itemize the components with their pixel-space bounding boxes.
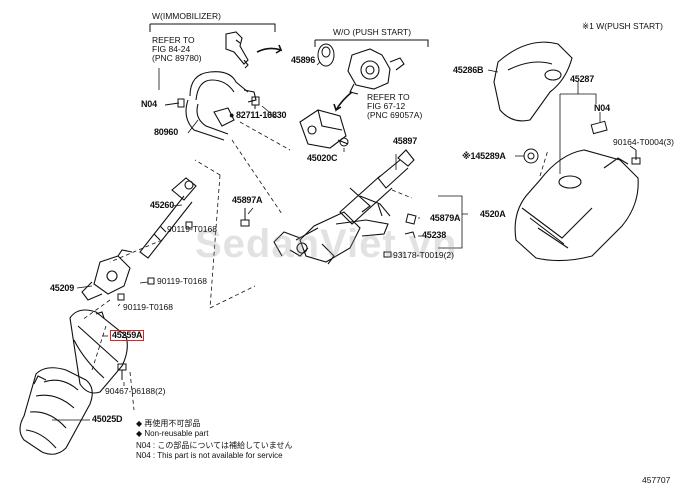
- bolt-90467: [117, 363, 127, 380]
- fastener-45897A: [240, 208, 250, 227]
- part-82711-16830-number[interactable]: 82711-16830: [236, 110, 287, 120]
- column-cover-45286B: [493, 41, 573, 122]
- screw-n04-left: [164, 98, 185, 108]
- arrow-right: [256, 44, 283, 54]
- harness-80960: [185, 71, 257, 141]
- part-82711-16830[interactable]: ●: [229, 110, 235, 120]
- part-90467-06188[interactable]: 90467-06188(2): [105, 386, 166, 396]
- part-45209[interactable]: 45209: [50, 283, 75, 293]
- part-4520a[interactable]: 4520A: [480, 209, 506, 219]
- immobilizer-bracket: [149, 23, 276, 32]
- part-90119-t0168-a[interactable]: 90119-T0168: [167, 224, 217, 234]
- part-93178-t0019[interactable]: 93178-T0019(2): [393, 250, 454, 260]
- intermediate-shaft-45260: [139, 177, 197, 259]
- legend-line-4: N04 : This part is not available for ser…: [136, 451, 283, 460]
- fastener-93178: [383, 251, 392, 258]
- part-45897[interactable]: 45897: [393, 136, 418, 146]
- switch-body-45020C: [299, 109, 349, 149]
- key-cylinder-left: [225, 31, 249, 69]
- bushing-45896: [317, 43, 335, 67]
- figure-number: 457707: [642, 476, 671, 485]
- watermark: SedanViet.vn: [195, 222, 458, 266]
- part-145289a[interactable]: ※145289A: [462, 151, 506, 161]
- fastener-45897: [339, 137, 349, 147]
- steering-column-4520A: [273, 149, 415, 265]
- ignition-switch: [347, 48, 405, 95]
- column-cover-45287: [514, 149, 639, 262]
- label-w1-push-start: ※1 W(PUSH START): [582, 21, 663, 31]
- fastener-90119-c: [117, 293, 125, 301]
- cover-45259A: [69, 309, 128, 394]
- part-45260[interactable]: 45260: [150, 200, 175, 210]
- part-90119-t0168-c[interactable]: 90119-T0168: [123, 302, 173, 312]
- fastener-90119-b: [147, 277, 155, 285]
- universal-joint-45209: [81, 249, 133, 301]
- part-45025d[interactable]: 45025D: [92, 414, 123, 424]
- label-w-immobilizer: W(IMMOBILIZER): [152, 11, 221, 21]
- part-45238[interactable]: 45238: [422, 230, 447, 240]
- part-n04-right[interactable]: N04: [594, 103, 610, 113]
- part-45286b[interactable]: 45286B: [453, 65, 484, 75]
- label-wo-push-start: W/O (PUSH START): [333, 27, 412, 37]
- ref-fig-67[interactable]: REFER TO FIG 67-12 (PNC 69057A): [367, 92, 423, 120]
- part-45287[interactable]: 45287: [570, 74, 595, 84]
- part-45259a-highlighted[interactable]: 45259A: [110, 330, 145, 341]
- fastener-45238: [404, 231, 416, 239]
- part-90164-t0004[interactable]: 90164-T0004(3): [613, 137, 674, 147]
- legend-line-1: ◆ 再使用不可部品: [136, 419, 201, 428]
- arrow-down-left: [333, 91, 353, 112]
- grommet-145289A: [523, 148, 539, 164]
- part-80960[interactable]: 80960: [154, 127, 179, 137]
- fastener-45879A: [405, 213, 417, 225]
- clip-82711: [251, 96, 260, 109]
- label-n04-right: [590, 120, 608, 135]
- legend-line-2: ◆ Non-reusable part: [136, 429, 209, 438]
- legend-line-3: N04 : この部品については補給していません: [136, 441, 293, 450]
- part-n04-left[interactable]: N04: [141, 99, 157, 109]
- push-start-bracket: [314, 39, 429, 47]
- part-45020c[interactable]: 45020C: [307, 153, 338, 163]
- fastener-90119-a: [185, 221, 193, 229]
- part-90119-t0168-b[interactable]: 90119-T0168: [157, 276, 207, 286]
- part-45879a[interactable]: 45879A: [430, 213, 461, 223]
- part-45896[interactable]: 45896: [291, 55, 316, 65]
- boot-45025D: [19, 367, 93, 455]
- ref-fig-84[interactable]: REFER TO FIG 84-24 (PNC 89780): [152, 35, 202, 63]
- part-45897a[interactable]: 45897A: [232, 195, 263, 205]
- screw-90164: [631, 150, 641, 165]
